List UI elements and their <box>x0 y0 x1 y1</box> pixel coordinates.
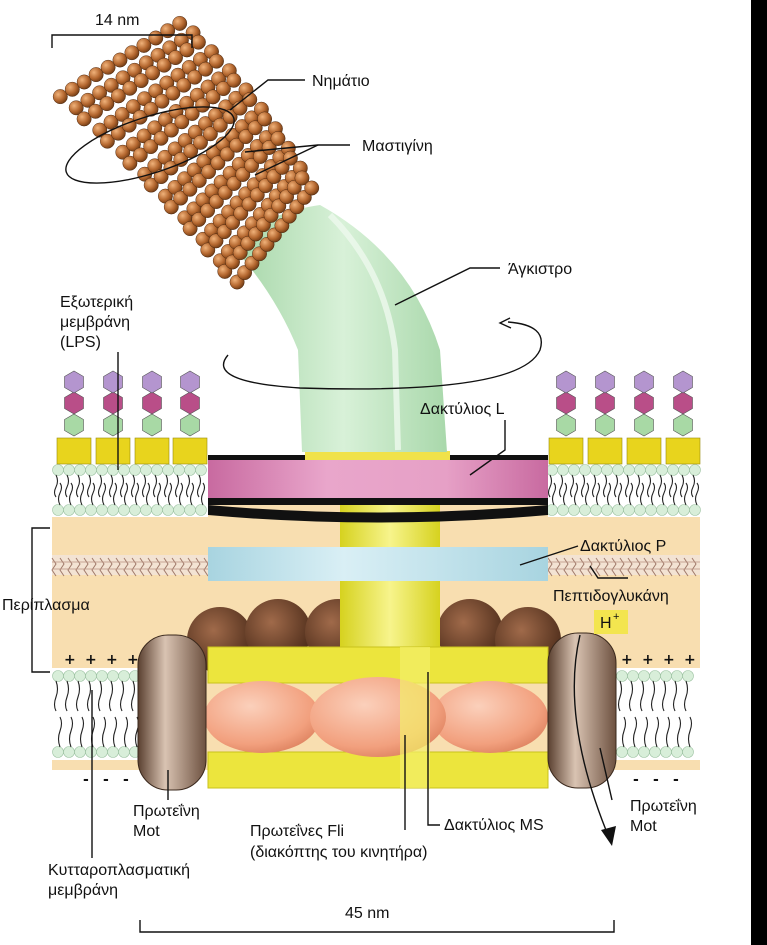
leader-mot-right <box>599 747 613 801</box>
label-outer-membrane-1: Εξωτερική <box>60 294 133 311</box>
svg-text:+: + <box>64 652 76 668</box>
label-mot-right-1: Πρωτεΐνη <box>630 798 697 815</box>
label-cytoplasmic-membrane-1: Κυτταροπλασματική <box>48 862 190 879</box>
label-peptidoglycan: Πεπτιδογλυκάνη <box>553 588 669 605</box>
svg-text:-: - <box>653 772 659 788</box>
p-ring <box>208 547 548 581</box>
leader-flagellin <box>254 144 319 176</box>
l-ring <box>208 460 548 498</box>
svg-text:-: - <box>103 772 109 788</box>
label-fli-2: (διακόπτης του κινητήρα) <box>250 844 427 861</box>
label-mot-left-1: Πρωτεΐνη <box>133 803 200 820</box>
filament <box>52 16 320 290</box>
label-fli-1: Πρωτεΐνες Fli <box>250 823 344 840</box>
ms-ring-bottom <box>207 751 549 789</box>
leader-l-ring <box>469 420 506 476</box>
label-outer-membrane-2: μεμβράνη <box>60 314 130 331</box>
svg-text:+: + <box>106 652 118 668</box>
label-cytoplasmic-membrane-2: μεμβράνη <box>48 882 118 899</box>
outer-membrane <box>52 455 701 517</box>
cytoplasmic-membrane-bilayer <box>52 668 700 760</box>
svg-text:-: - <box>673 772 679 788</box>
l-ring-cap <box>305 451 450 460</box>
filament-cross-section <box>65 106 235 184</box>
label-filament: Νημάτιο <box>312 73 370 90</box>
label-flagellin: Μαστιγίνη <box>362 138 433 155</box>
svg-text:+: + <box>642 652 654 668</box>
svg-text:+: + <box>85 652 97 668</box>
label-hook: Άγκιστρο <box>508 261 572 278</box>
label-periplasm: Περίπλασμα <box>2 597 90 614</box>
svg-text:-: - <box>83 772 89 788</box>
h-plus-superscript: + <box>613 611 619 623</box>
h-plus-label: H <box>600 615 612 632</box>
label-p-ring: Δακτύλιος P <box>580 538 666 555</box>
h-plus-badge <box>594 610 628 634</box>
fli-protein-right <box>432 681 548 753</box>
leader-ms-ring <box>427 672 440 826</box>
svg-text:+: + <box>684 652 696 668</box>
periplasm-bracket <box>31 527 50 673</box>
svg-text:-: - <box>633 772 639 788</box>
membrane-charges: ++++++++------ <box>64 652 696 788</box>
label-l-ring: Δακτύλιος L <box>420 401 505 418</box>
proton-flow-arrow <box>573 634 611 841</box>
label-14nm: 14 nm <box>95 12 139 29</box>
mot-protein-left <box>137 634 207 791</box>
width-marker-bottom <box>139 920 615 933</box>
leader-filament <box>229 79 305 111</box>
leader-peptidoglycan <box>589 565 628 579</box>
label-ms-ring: Δακτύλιος MS <box>444 817 544 834</box>
fli-protein-left <box>204 681 320 753</box>
label-mot-left-2: Mot <box>133 823 160 840</box>
lps-sugars <box>56 370 701 465</box>
svg-text:+: + <box>663 652 675 668</box>
leader-hook <box>394 267 500 306</box>
rotation-arrow <box>222 321 542 390</box>
svg-text:-: - <box>123 772 129 788</box>
peptidoglycan-layer <box>51 555 700 577</box>
label-outer-membrane-3: (LPS) <box>60 334 101 351</box>
label-mot-right-2: Mot <box>630 818 657 835</box>
leader-p-ring <box>519 545 579 566</box>
label-45nm: 45 nm <box>345 905 389 922</box>
mot-protein-right <box>547 632 617 789</box>
width-marker-top <box>51 34 193 48</box>
svg-text:+: + <box>621 652 633 668</box>
svg-text:+: + <box>127 652 139 668</box>
